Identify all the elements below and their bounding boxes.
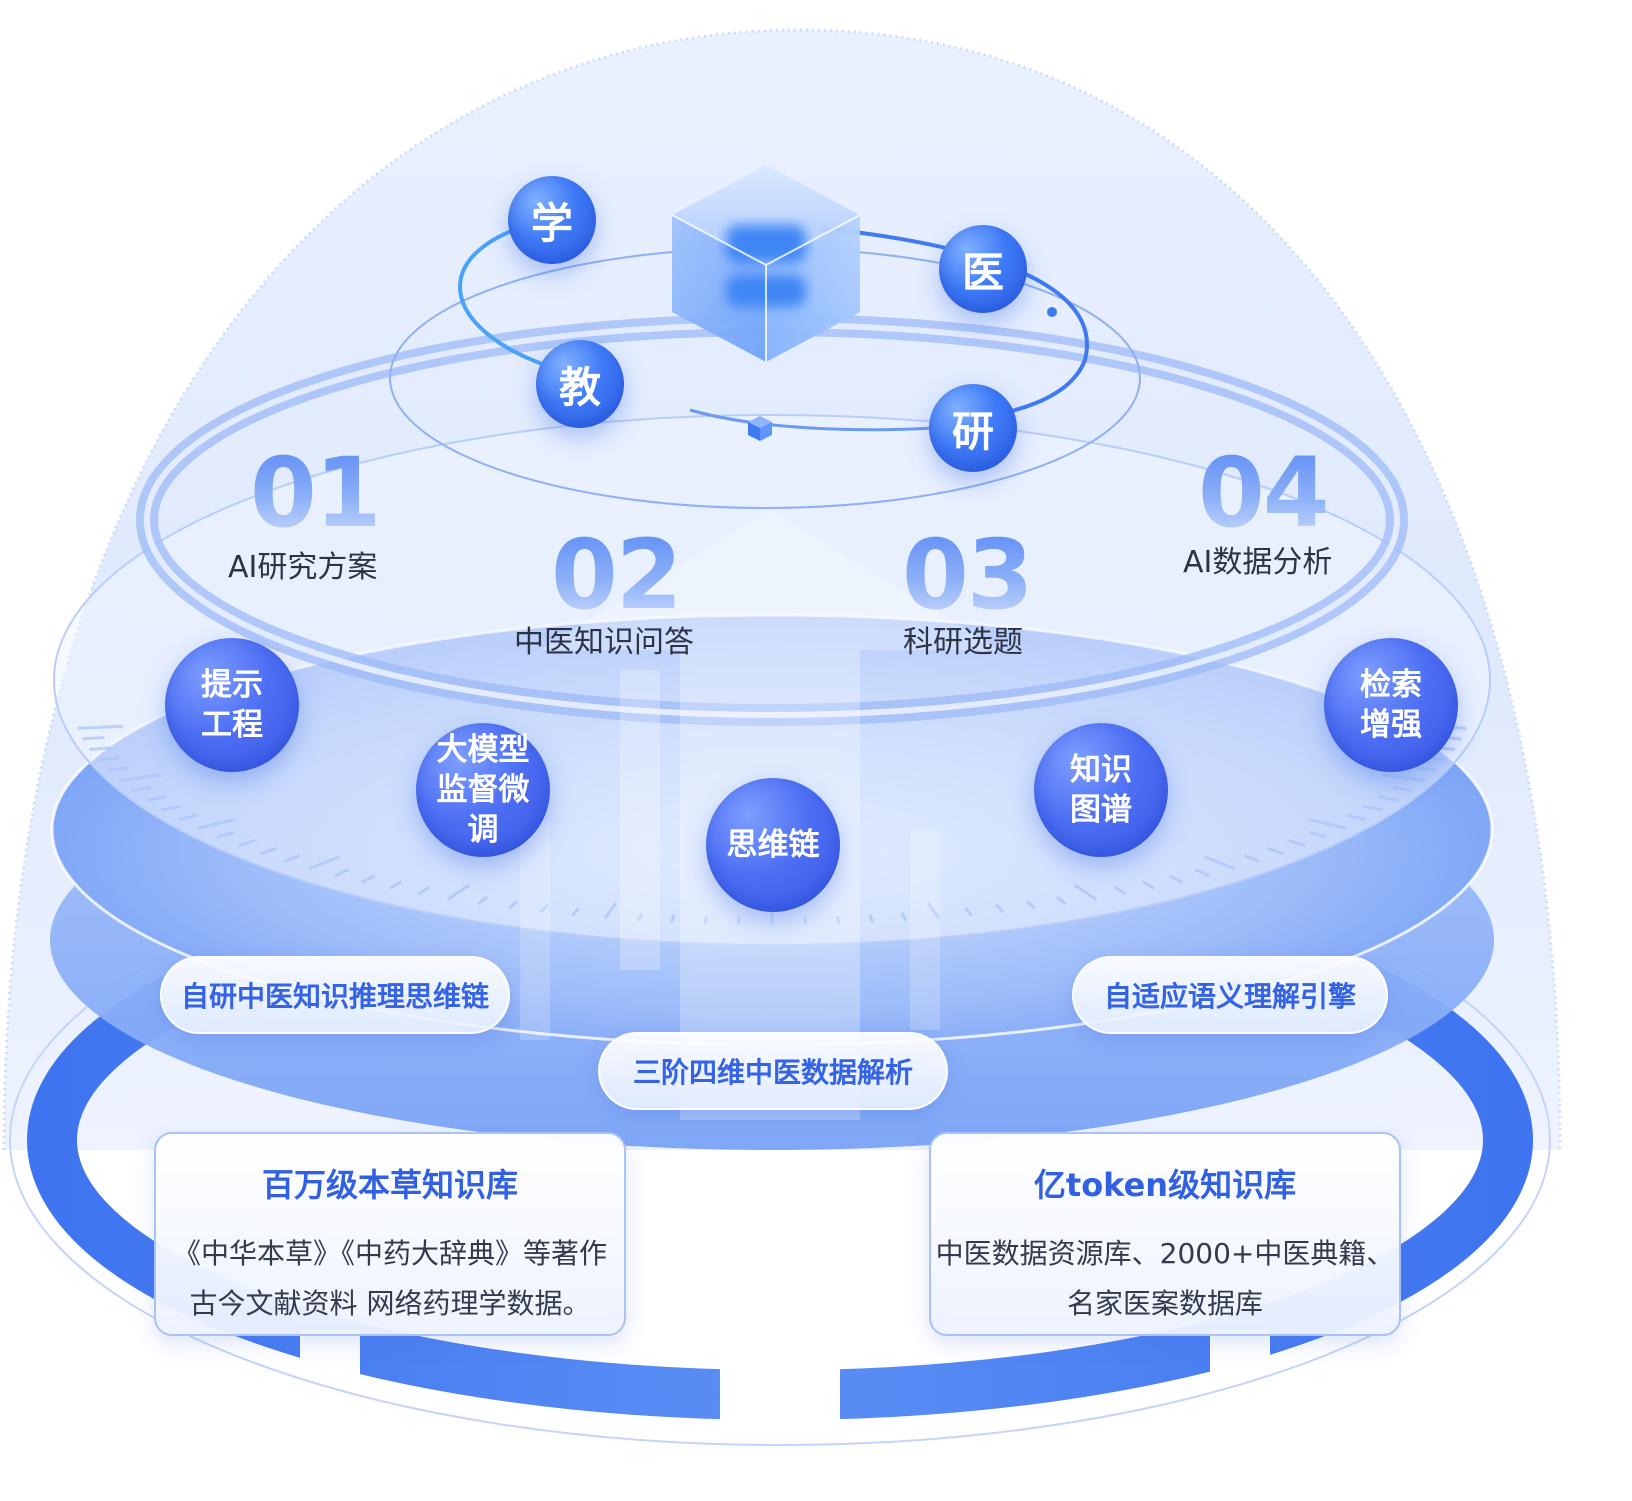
feature-num-01: 01 — [250, 437, 382, 549]
tech-prompt-engineering: 提示工程 — [165, 638, 299, 772]
tech-retrieval-augmented: 检索增强 — [1324, 638, 1458, 772]
kb-title: 百万级本草知识库 — [261, 1166, 518, 1204]
cube-logo-icon — [671, 165, 861, 362]
tech-knowledge-graph: 知识图谱 — [1034, 723, 1168, 857]
kb-line: 中医数据资源库、2000+中医典籍、 — [935, 1237, 1395, 1270]
feature-label-02: 中医知识问答 — [514, 625, 694, 660]
tech-chain-of-thought: 思维链 — [706, 778, 840, 912]
engine-semantic-understanding: 自适应语义理解引擎 — [1072, 956, 1388, 1034]
kb-line: 名家医案数据库 — [1066, 1287, 1263, 1320]
engine-reasoning-chain: 自研中医知识推理思维链 — [160, 956, 510, 1034]
knowledge-base-token: 亿token级知识库 中医数据资源库、2000+中医典籍、 名家医案数据库 — [929, 1132, 1401, 1336]
orb-research: 研 — [929, 384, 1017, 472]
feature-label-03: 科研选题 — [903, 625, 1023, 660]
feature-label-04: AI数据分析 — [1183, 545, 1333, 580]
orb-medicine: 医 — [939, 225, 1027, 313]
engine-data-parsing: 三阶四维中医数据解析 — [598, 1032, 948, 1110]
orb-teach: 教 — [536, 340, 624, 428]
feature-label-01: AI研究方案 — [228, 550, 378, 585]
kb-line: 《中华本草》《中药大辞典》等著作 — [172, 1237, 607, 1270]
kb-title: 亿token级知识库 — [1033, 1166, 1297, 1204]
feature-num-04: 04 — [1198, 437, 1330, 549]
knowledge-base-herbal: 百万级本草知识库 《中华本草》《中药大辞典》等著作 古今文献资料 网络药理学数据… — [154, 1132, 626, 1336]
kb-line: 古今文献资料 网络药理学数据。 — [189, 1287, 591, 1320]
feature-num-03: 03 — [902, 519, 1034, 631]
orb-learn: 学 — [508, 176, 596, 264]
tech-supervised-finetune: 大模型监督微调 — [416, 723, 550, 857]
feature-num-02: 02 — [551, 519, 683, 631]
small-cube-icon — [748, 416, 772, 441]
